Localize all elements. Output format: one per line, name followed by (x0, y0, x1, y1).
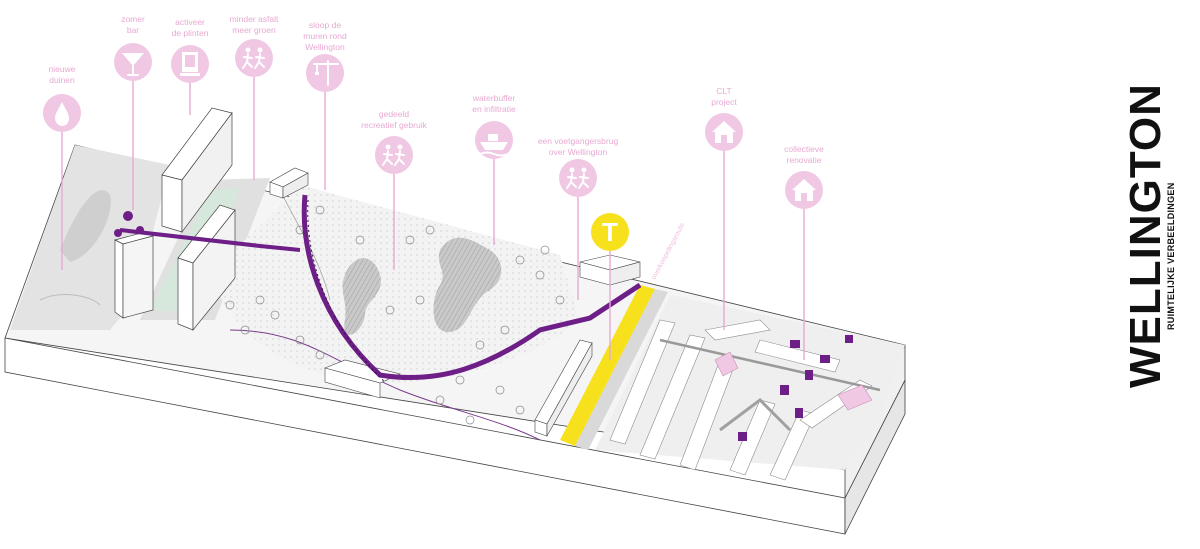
annotation-line: waterbuffer (472, 93, 516, 103)
annotation-tram-stop: T (591, 213, 629, 251)
annotation-line: over Wellington (549, 147, 608, 157)
tram-stop-letter: T (602, 217, 618, 247)
annotation-line: collectieve (784, 144, 824, 154)
house-icon (712, 121, 736, 143)
annotation-line: zomer (121, 14, 145, 24)
road-label: overkoepelingsroute (651, 222, 687, 281)
annotation-voetgangersbrug: een voetgangersbrug over Wellington (538, 136, 619, 197)
annotation-line: sloop de (309, 20, 341, 30)
bubble (306, 54, 344, 92)
annotation-line: muren rond (303, 31, 347, 41)
bubble (235, 39, 273, 77)
annotation-collectieve-renovatie: collectieve renovatie (784, 144, 824, 209)
annotation-minder-asfalt: minder asfalt meer groen (230, 14, 279, 77)
annotation-line: nieuwe (49, 64, 76, 74)
water-ponds (342, 237, 502, 335)
annotation-line: de plinten (172, 28, 209, 38)
cocktail-icon (122, 53, 144, 76)
bubble (559, 159, 597, 197)
people-running-icon (566, 167, 589, 189)
annotation-line: gedeeld (379, 109, 410, 119)
annotation-line: duinen (49, 75, 75, 85)
annotation-line: activeer (175, 17, 205, 27)
annotation-sloop-de-muren: sloop de muren rond Wellington (303, 20, 347, 92)
high-rise-buildings (114, 107, 309, 331)
residential-district (595, 295, 905, 481)
annotation-gedeeld-recreatief: gedeeld recreatief gebruik (361, 109, 428, 174)
boat-icon (479, 134, 509, 157)
annotation-line: bar (127, 25, 139, 35)
annotation-line: minder asfalt (230, 14, 279, 24)
annotation-line: CLT (716, 86, 731, 96)
annotation-line: renovatie (787, 155, 822, 165)
house-icon (792, 179, 816, 201)
people-running-icon (382, 144, 405, 166)
crane-icon (313, 60, 339, 86)
annotation-line: recreatief gebruik (361, 120, 427, 130)
annotation-line: en infiltratie (472, 104, 516, 114)
annotation-clt-project: CLT project (705, 86, 743, 151)
page-subtitle: RUIMTELIJKE VERBEELDINGEN (1166, 182, 1176, 330)
annotation-nieuwe-duinen: nieuwe duinen (43, 64, 81, 132)
pedestrian-bridge (114, 194, 642, 383)
annotation-line: project (711, 97, 737, 107)
annotation-leaders (61, 75, 805, 360)
annotation-line: een voetgangersbrug (538, 136, 619, 146)
water-drop-icon (55, 102, 69, 126)
building-icon (180, 52, 200, 76)
annotation-zomer-bar: zomer bar (114, 14, 152, 81)
annotation-line: meer groen (232, 25, 276, 35)
bubble (375, 136, 413, 174)
annotation-waterbuffer: waterbuffer en infiltratie (472, 93, 516, 159)
park-area (210, 185, 580, 441)
annotation-activeer-de-plinten: activeer de plinten (171, 17, 209, 83)
tram-stop-icon (591, 213, 629, 251)
annotation-line: Wellington (305, 42, 345, 52)
people-running-icon (242, 47, 265, 69)
slab-building (534, 254, 641, 438)
trees (225, 205, 565, 425)
page-title: WELLINGTON (1121, 83, 1170, 388)
